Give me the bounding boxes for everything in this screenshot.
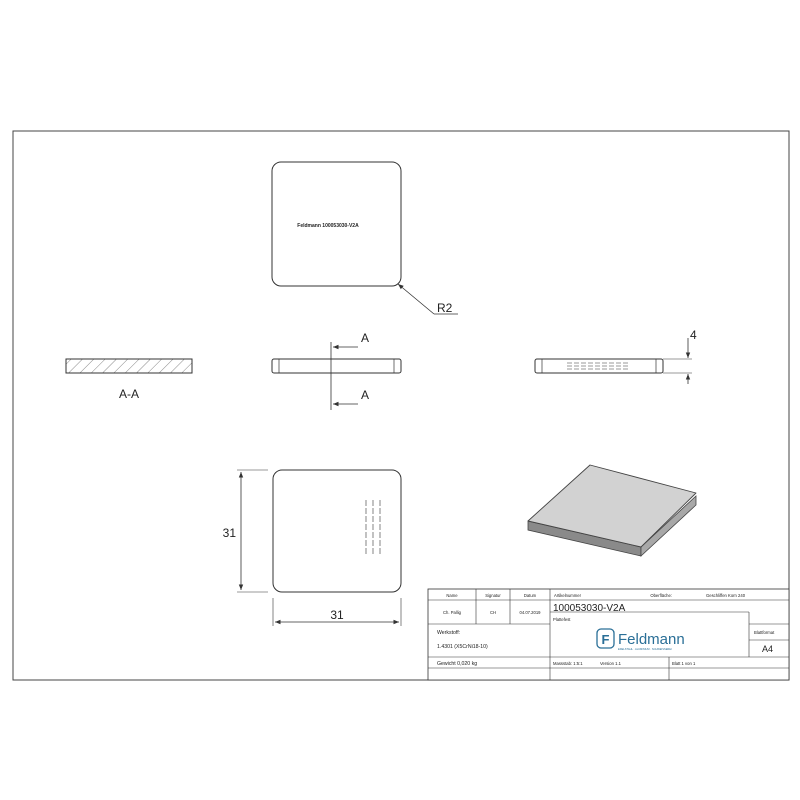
material-label: Werkstoff:	[437, 630, 460, 636]
bottom-view: 31 31	[223, 469, 402, 626]
section-mark-top: A	[361, 331, 369, 345]
logo-letter: F	[602, 632, 610, 647]
material-value: 1.4301 (X5CrNi18-10)	[437, 644, 488, 650]
section-view: A-A	[65, 358, 193, 401]
side-view: 4	[534, 328, 697, 384]
col-signature: Signatur	[485, 593, 501, 598]
title-block: Name Signatur Datum Artikelnummer Oberfl…	[427, 588, 790, 681]
company-name: Feldmann	[618, 631, 685, 648]
surface-value: Geschliffen Korn 240	[706, 593, 746, 598]
col-date: Datum	[524, 593, 537, 598]
format-value: A4	[762, 644, 773, 654]
radius-label: R2	[437, 301, 453, 315]
scale: Massstab: 1:5:1	[553, 661, 583, 666]
section-mark-bottom: A	[361, 388, 369, 402]
col-name: Name	[446, 593, 458, 598]
article-number: 100053030-V2A	[553, 603, 626, 614]
radius-leader	[397, 283, 435, 315]
article-description: Plattefest	[553, 617, 571, 622]
section-label: A-A	[119, 387, 139, 401]
top-view: Feldmann 100053030-V2A R2	[271, 161, 458, 315]
front-view: A A	[271, 331, 402, 410]
thickness-label: 4	[690, 328, 697, 342]
format-label: Blattformat	[754, 630, 775, 635]
drawing-frame	[12, 130, 790, 681]
col-article: Artikelnummer	[554, 593, 582, 598]
engraving-text: Feldmann 100053030-V2A	[297, 223, 359, 229]
drafter-signature: CH	[490, 610, 496, 615]
width-label: 31	[330, 608, 344, 622]
drafter-name: Ch. Pallig	[443, 610, 462, 615]
version: Version 1.1	[600, 661, 622, 666]
height-label: 31	[223, 526, 237, 540]
isometric-view	[527, 464, 697, 557]
surface-label: Oberfläche:	[650, 593, 672, 598]
sheet-number: Blatt 1 von 1	[672, 661, 696, 666]
drawing-date: 04.07.2019	[520, 610, 542, 615]
company-tagline: EDELSTAHL · ALUMINIUM · SCHWEISSEREI	[618, 647, 672, 651]
weight: Gewicht 0,020 kg	[437, 661, 477, 667]
company-logo: F Feldmann EDELSTAHL · ALUMINIUM · SCHWE…	[596, 628, 685, 651]
